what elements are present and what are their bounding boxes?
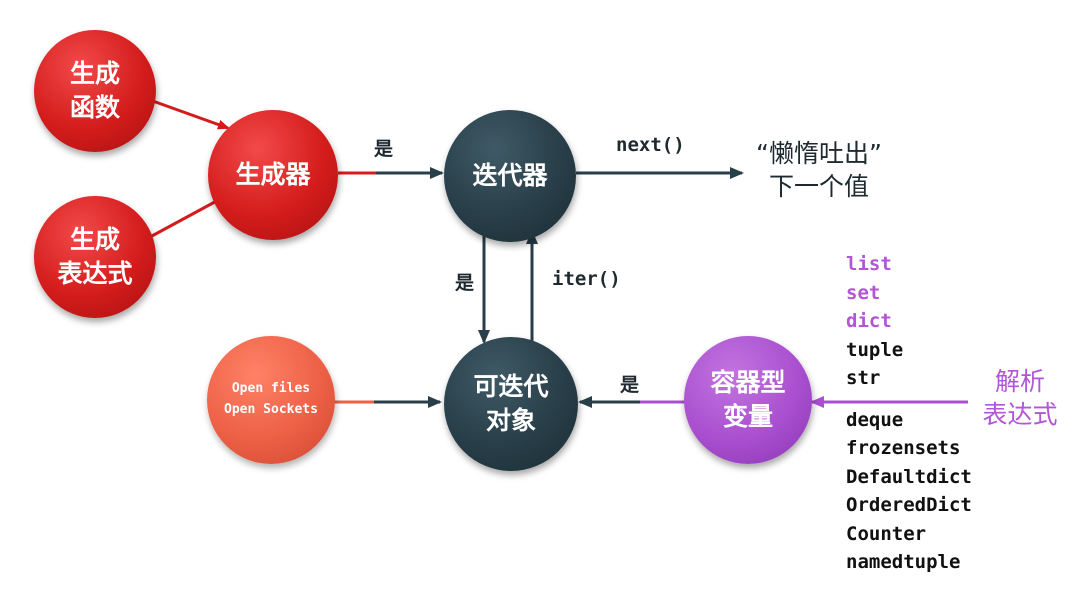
node-generator-expression-label: 生成 表达式 bbox=[57, 225, 133, 288]
label-iter: iter() bbox=[552, 268, 621, 290]
container-type-item: Counter bbox=[846, 522, 927, 545]
container-type-item: namedtuple bbox=[846, 551, 961, 573]
label-generator-is-iterator: 是 bbox=[374, 138, 394, 160]
node-generator: 生成器 bbox=[208, 110, 338, 240]
node-iterator-label: 迭代器 bbox=[472, 161, 548, 191]
label-next: next() bbox=[616, 134, 685, 156]
label-iterator-is-iterable: 是 bbox=[455, 272, 475, 294]
container-type-item: list bbox=[846, 253, 892, 275]
edge-genfunc-to-generator bbox=[149, 98, 230, 130]
node-generator-expression: 生成 表达式 bbox=[34, 196, 156, 318]
container-type-item: frozensets bbox=[846, 437, 961, 459]
container-type-item: OrderedDict bbox=[846, 494, 972, 516]
node-open-files: Open files Open Sockets bbox=[207, 336, 335, 464]
container-type-item: tuple bbox=[846, 338, 904, 361]
node-container-label: 容器型 变量 bbox=[710, 368, 786, 431]
node-generator-function-label: 生成 函数 bbox=[69, 59, 120, 122]
node-iterable: 可迭代 对象 bbox=[444, 337, 578, 471]
comprehension-label: 解析 表达式 bbox=[982, 367, 1058, 429]
container-type-item: deque bbox=[846, 408, 904, 431]
node-iterator: 迭代器 bbox=[444, 110, 576, 242]
container-type-item: str bbox=[846, 367, 881, 389]
node-container: 容器型 变量 bbox=[684, 336, 812, 464]
container-type-item: dict bbox=[846, 310, 892, 332]
container-type-item: set bbox=[846, 281, 881, 304]
node-open-files-label: Open files Open Sockets bbox=[224, 381, 318, 417]
node-generator-function: 生成 函数 bbox=[34, 30, 156, 152]
node-iterable-label: 可迭代 对象 bbox=[473, 372, 549, 435]
label-container-is-iterable: 是 bbox=[620, 374, 640, 396]
node-generator-label: 生成器 bbox=[235, 160, 311, 190]
lazy-output-text: “懒惰吐出” 下一个值 bbox=[756, 139, 882, 201]
container-type-item: Defaultdict bbox=[846, 465, 972, 488]
edge-genexpr-to-generator bbox=[149, 195, 226, 239]
